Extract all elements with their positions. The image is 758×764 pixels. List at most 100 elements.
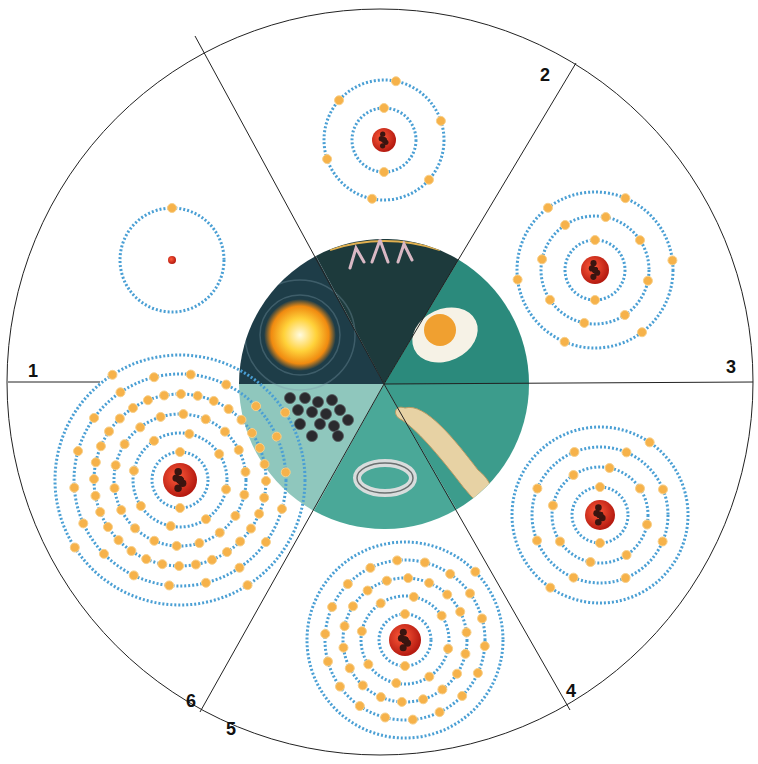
electron bbox=[404, 574, 413, 583]
electron bbox=[201, 415, 210, 424]
electron bbox=[158, 560, 167, 569]
electron bbox=[150, 436, 159, 445]
electron bbox=[201, 515, 210, 524]
electron bbox=[235, 563, 244, 572]
electron bbox=[620, 311, 629, 320]
outer-circle bbox=[7, 9, 753, 755]
electron bbox=[277, 504, 286, 513]
electron bbox=[237, 415, 246, 424]
atom-model bbox=[512, 427, 688, 603]
atom-model bbox=[307, 542, 503, 738]
electron bbox=[179, 410, 188, 419]
nucleon bbox=[381, 137, 386, 142]
sector-line bbox=[200, 384, 384, 712]
electron bbox=[424, 175, 433, 184]
lead-shot bbox=[315, 419, 326, 430]
electron bbox=[129, 403, 138, 412]
electron bbox=[569, 470, 578, 479]
electron bbox=[569, 573, 578, 582]
electron bbox=[150, 536, 159, 545]
callout-number: 4 bbox=[566, 682, 576, 700]
electron bbox=[355, 702, 364, 711]
electron bbox=[96, 442, 105, 451]
electron bbox=[240, 490, 249, 499]
electron-shell bbox=[114, 414, 246, 546]
electron-shell bbox=[565, 240, 625, 300]
callout-number: 1 bbox=[28, 362, 38, 380]
nucleon bbox=[381, 137, 386, 142]
electron bbox=[446, 569, 455, 578]
electron bbox=[215, 528, 224, 537]
electron bbox=[234, 445, 243, 454]
electron bbox=[208, 555, 217, 564]
nucleus bbox=[168, 256, 176, 264]
electron bbox=[397, 697, 406, 706]
chalk-marks bbox=[350, 240, 412, 268]
electron bbox=[150, 373, 159, 382]
nucleon bbox=[400, 644, 407, 651]
electron bbox=[74, 447, 83, 456]
nucleon bbox=[400, 629, 407, 636]
lead-shot bbox=[321, 409, 332, 420]
electron bbox=[191, 560, 200, 569]
electron bbox=[90, 475, 99, 484]
electron-shell bbox=[324, 80, 444, 200]
electron bbox=[176, 448, 185, 457]
electron bbox=[236, 537, 245, 546]
electron bbox=[255, 509, 264, 518]
electron-shell bbox=[512, 427, 688, 603]
nucleon bbox=[401, 636, 408, 643]
electron bbox=[186, 370, 195, 379]
electron bbox=[185, 429, 194, 438]
electron bbox=[117, 506, 126, 515]
electron bbox=[533, 484, 542, 493]
electron bbox=[538, 255, 547, 264]
electron bbox=[193, 391, 202, 400]
nucleon bbox=[597, 512, 604, 519]
electron bbox=[621, 574, 630, 583]
nucleon bbox=[176, 476, 183, 483]
electron bbox=[458, 691, 467, 700]
electron bbox=[91, 491, 100, 500]
electron bbox=[90, 413, 99, 422]
electron bbox=[323, 155, 332, 164]
electron bbox=[339, 643, 348, 652]
nucleon bbox=[592, 267, 598, 273]
nucleon bbox=[176, 476, 183, 483]
lead-shot bbox=[343, 415, 354, 426]
electron bbox=[596, 483, 605, 492]
electron bbox=[456, 607, 465, 616]
electron bbox=[622, 448, 631, 457]
electron bbox=[215, 450, 224, 459]
callout-number: 6 bbox=[186, 692, 196, 710]
electron bbox=[636, 484, 645, 493]
electron bbox=[143, 396, 152, 405]
lead-shot bbox=[327, 395, 338, 406]
electron bbox=[156, 412, 165, 421]
nucleon bbox=[176, 476, 183, 483]
sector-line bbox=[8, 382, 100, 383]
electron bbox=[224, 405, 233, 414]
lead-shot bbox=[293, 405, 304, 416]
electron bbox=[127, 546, 136, 555]
sector-line bbox=[384, 63, 576, 384]
electron bbox=[243, 581, 252, 590]
electron bbox=[323, 657, 332, 666]
electron-shell bbox=[120, 208, 224, 312]
electron bbox=[114, 536, 123, 545]
electron bbox=[435, 708, 444, 717]
nucleon bbox=[595, 519, 602, 526]
nucleon bbox=[381, 137, 386, 142]
electron bbox=[129, 571, 138, 580]
nucleus bbox=[581, 256, 609, 284]
electron bbox=[343, 580, 352, 589]
electron bbox=[246, 524, 255, 533]
electron bbox=[636, 236, 645, 245]
electron bbox=[419, 695, 428, 704]
electron-shell bbox=[379, 614, 431, 666]
electron bbox=[222, 485, 231, 494]
electron bbox=[96, 508, 105, 517]
electron bbox=[605, 463, 614, 472]
electron bbox=[392, 679, 401, 688]
